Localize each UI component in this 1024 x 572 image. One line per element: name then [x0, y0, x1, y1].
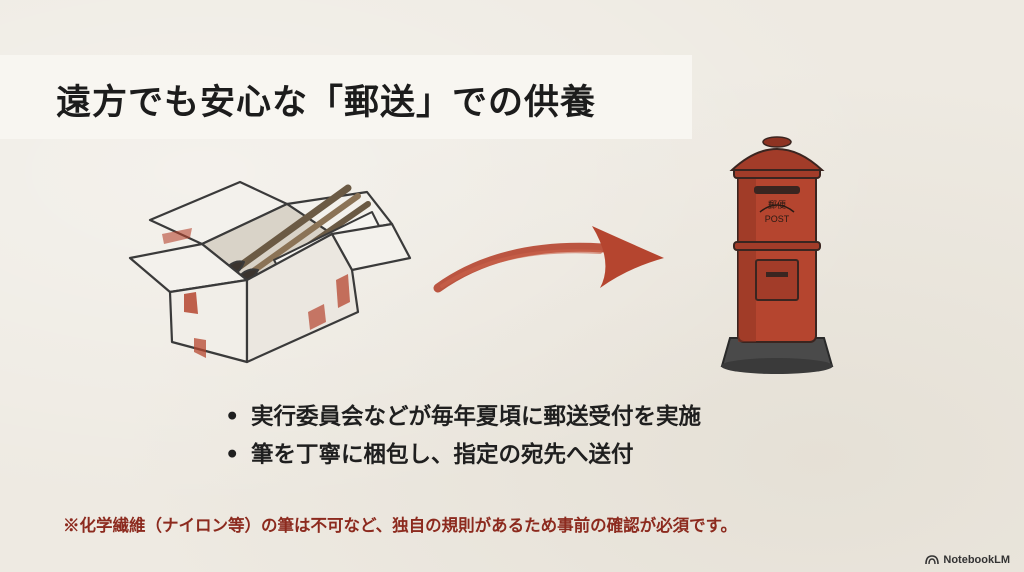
- red-arrow-illustration: [433, 226, 664, 293]
- bullet-list: • 実行委員会などが毎年夏頃に郵送受付を実施 • 筆を丁寧に梱包し、指定の宛先へ送付: [225, 398, 701, 474]
- brand-label: NotebookLM: [943, 554, 1010, 566]
- bullet-text: 実行委員会などが毎年夏頃に郵送受付を実施: [251, 404, 702, 430]
- bullet-item: • 筆を丁寧に梱包し、指定の宛先へ送付: [225, 436, 701, 474]
- postbox-illustration: 郵便 POST: [720, 136, 834, 374]
- title-band: [0, 55, 692, 139]
- postbox-label: POST: [765, 214, 790, 224]
- bullet-dot: •: [225, 404, 240, 430]
- slide-title: 遠方でも安心な「郵送」での供養: [56, 82, 597, 123]
- notebooklm-branding: NotebookLM: [925, 554, 1010, 566]
- bullet-dot: •: [225, 442, 240, 468]
- cardboard-box-illustration: [128, 180, 412, 364]
- bullet-item: • 実行委員会などが毎年夏頃に郵送受付を実施: [225, 398, 701, 436]
- bullet-text: 筆を丁寧に梱包し、指定の宛先へ送付: [251, 442, 634, 468]
- caution-note: ※化学繊維（ナイロン等）の筆は不可など、独自の規則があるため事前の確認が必須です…: [63, 516, 738, 535]
- notebooklm-icon: [925, 555, 940, 565]
